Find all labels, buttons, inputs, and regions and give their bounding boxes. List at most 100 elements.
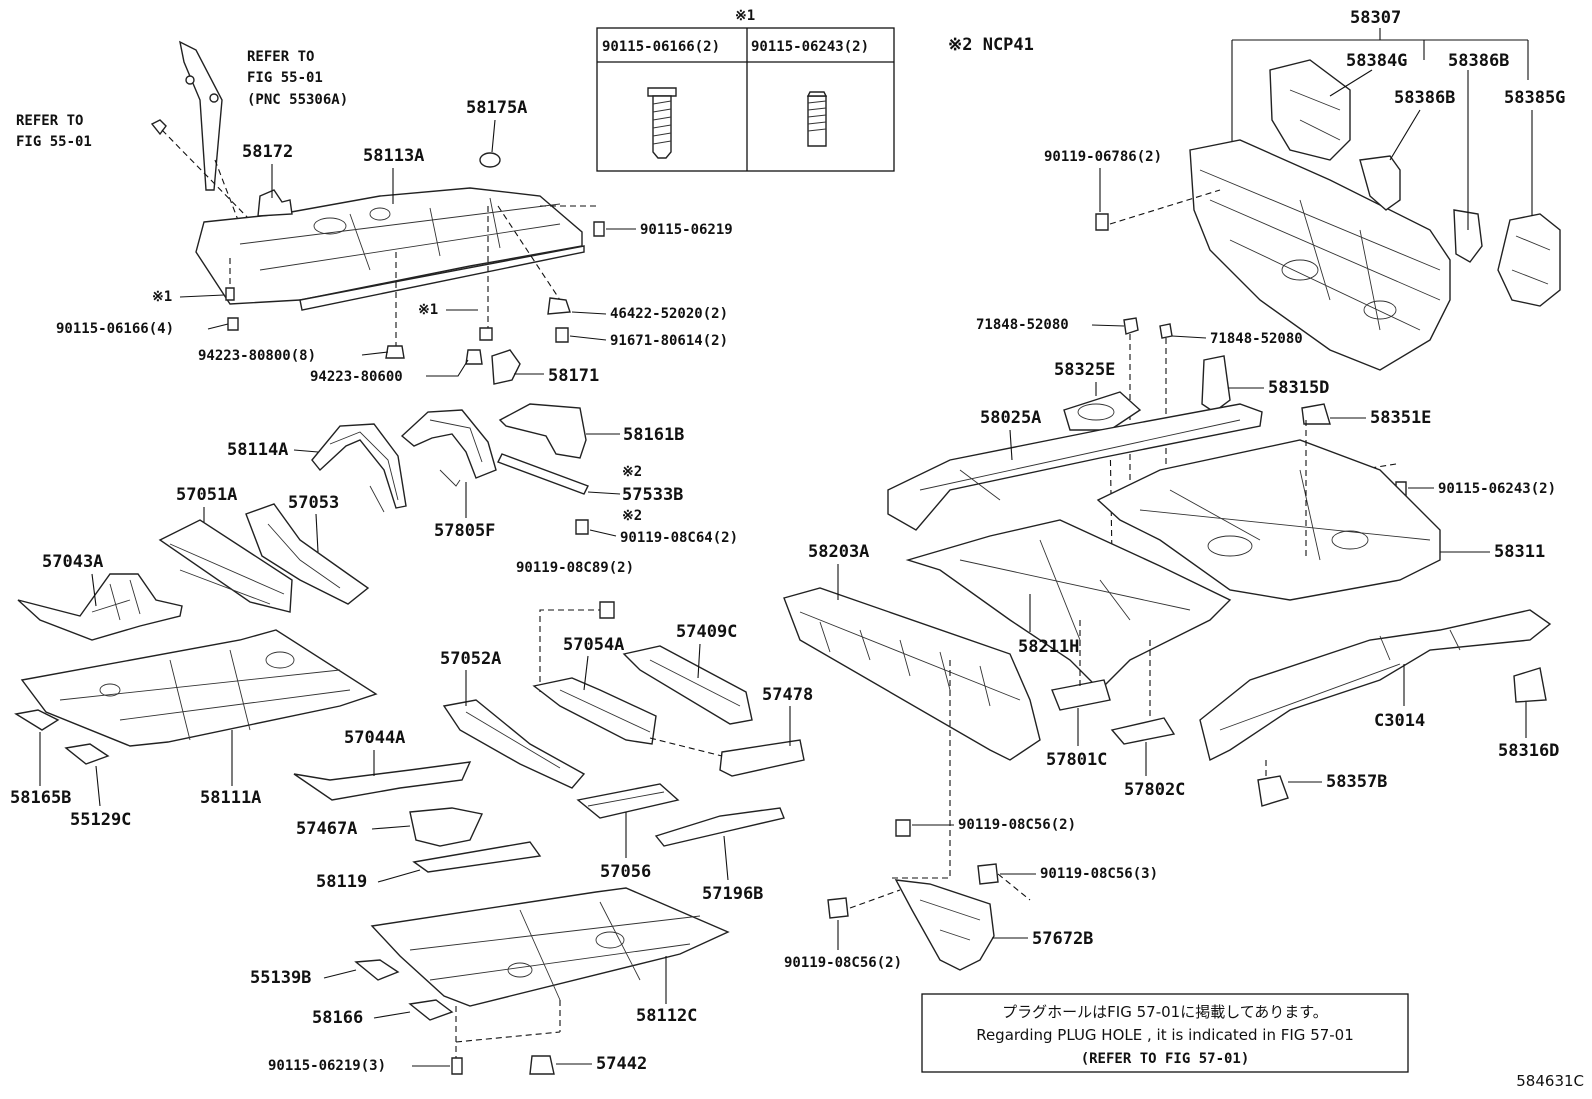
part-58386B-top: 58386B (1448, 51, 1509, 71)
part-57442: 57442 (596, 1054, 647, 1074)
part-58112C: 58112C (636, 1006, 697, 1026)
labels-rear-panel: 58307 58384G 58386B 58386B 58385G 90119-… (1044, 8, 1565, 230)
plug-hole-note-line2: Regarding PLUG HOLE , it is indicated in… (976, 1026, 1354, 1044)
part-57056: 57056 (600, 862, 651, 882)
marker-1-mid: ※1 (418, 302, 438, 318)
part-91671-80614: 91671-80614(2) (610, 333, 728, 349)
part-94223-80600: 94223-80600 (310, 369, 403, 385)
part-58175A: 58175A (466, 98, 527, 118)
center-crossmembers (293, 609, 805, 873)
refer-note-pipe-line3: (PNC 55306A) (247, 92, 348, 108)
tunnel-brackets (311, 403, 615, 619)
part-57054A: 57054A (563, 635, 624, 655)
part-58165B: 58165B (10, 788, 71, 808)
refer-note-bolt-line1: REFER TO (16, 113, 83, 129)
part-57801C: 57801C (1046, 750, 1107, 770)
part-58025A: 58025A (980, 408, 1041, 428)
part-57478: 57478 (762, 685, 813, 705)
plug-hole-note-line1: プラグホールはFIG 57-01に掲載してあります。 (1002, 1003, 1328, 1021)
part-57044A: 57044A (344, 728, 405, 748)
refer-note-pipe-line2: FIG 55-01 (247, 70, 323, 86)
part-90115-06243: 90115-06243(2) (1438, 481, 1556, 497)
part-57196B: 57196B (702, 884, 763, 904)
front-floor-pan-58112C (354, 887, 730, 1075)
part-58385G: 58385G (1504, 88, 1565, 108)
part-90119-08C56-2b: 90119-08C56(2) (784, 955, 902, 971)
part-58113A: 58113A (363, 146, 424, 166)
part-58166: 58166 (312, 1008, 363, 1028)
labels-middle-left: 58114A 58161B ※2 57533B ※2 90119-08C64(2… (176, 425, 738, 576)
part-57467A: 57467A (296, 819, 357, 839)
fastener-table: ※1 90115-06166(2) 90115-06243(2) (596, 8, 895, 172)
bracket-57672B (827, 660, 1031, 971)
labels-left-floor: 57043A 58165B 55129C 58111A (10, 552, 261, 830)
fastener-col1-label: 90115-06166(2) (602, 39, 720, 55)
part-58307: 58307 (1350, 8, 1401, 28)
part-94223-80800: 94223-80800(8) (198, 348, 316, 364)
part-57672B: 57672B (1032, 929, 1093, 949)
part-58311: 58311 (1494, 542, 1545, 562)
fastener-table-marker: ※1 (735, 8, 755, 24)
part-90119-08C64: 90119-08C64(2) (620, 530, 738, 546)
part-90119-08C56-2a: 90119-08C56(2) (958, 817, 1076, 833)
labels-rear-floor: 71848-52080 71848-52080 58325E 58315D 58… (808, 317, 1559, 800)
figure-id: 584631C (1516, 1072, 1584, 1090)
part-58114A: 58114A (227, 440, 288, 460)
part-57805F: 57805F (434, 521, 495, 541)
part-58357B: 58357B (1326, 772, 1387, 792)
part-58119: 58119 (316, 872, 367, 892)
part-58315D: 58315D (1268, 378, 1329, 398)
part-58386B: 58386B (1394, 88, 1455, 108)
part-57053: 57053 (288, 493, 339, 513)
part-58384G: 58384G (1346, 51, 1407, 71)
labels-top-left: 58172 58113A 58175A 90115-06219 ※1 90115… (56, 98, 733, 386)
part-55139B: 55139B (250, 968, 311, 988)
rear-panel-58307 (1095, 39, 1561, 371)
labels-bracket: 90119-08C56(2) 90119-08C56(3) 57672B 901… (784, 817, 1158, 971)
part-57043A: 57043A (42, 552, 103, 572)
variant-note: ※2 NCP41 (948, 35, 1034, 55)
part-57802C: 57802C (1124, 780, 1185, 800)
front-floor-pan-58113A (150, 40, 605, 385)
refer-note-bolt: REFER TO FIG 55-01 (16, 113, 92, 150)
marker-2-a: ※2 (622, 464, 642, 480)
labels-bottom: 55139B 58166 58112C 90115-06219(3) 57442 (250, 956, 697, 1074)
marker-2-b: ※2 (622, 508, 642, 524)
part-58351E: 58351E (1370, 408, 1431, 428)
left-floor-parts (14, 503, 378, 765)
part-55129C: 55129C (70, 810, 131, 830)
part-71848-52080-left: 71848-52080 (976, 317, 1069, 333)
part-57409C: 57409C (676, 622, 737, 642)
part-57533B: 57533B (622, 485, 683, 505)
part-57052A: 57052A (440, 649, 501, 669)
plug-hole-note: プラグホールはFIG 57-01に掲載してあります。 Regarding PLU… (921, 993, 1409, 1073)
part-90115-06219-3: 90115-06219(3) (268, 1058, 386, 1074)
part-58161B: 58161B (623, 425, 684, 445)
labels-center: 57054A 57409C 57052A 57478 57044A 57467A… (296, 622, 813, 904)
rear-floor-parts (783, 317, 1552, 807)
part-58111A: 58111A (200, 788, 261, 808)
refer-note-pipe: REFER TO FIG 55-01 (PNC 55306A) (247, 49, 348, 108)
refer-note-pipe-line1: REFER TO (247, 49, 314, 65)
refer-note-bolt-line2: FIG 55-01 (16, 134, 92, 150)
part-58325E: 58325E (1054, 360, 1115, 380)
part-90119-08C56-3: 90119-08C56(3) (1040, 866, 1158, 882)
part-71848-52080-right: 71848-52080 (1210, 331, 1303, 347)
part-58316D: 58316D (1498, 741, 1559, 761)
part-90115-06166-4: 90115-06166(4) (56, 321, 174, 337)
part-90115-06219: 90115-06219 (640, 222, 733, 238)
part-58203A: 58203A (808, 542, 869, 562)
part-57051A: 57051A (176, 485, 237, 505)
part-90119-06786: 90119-06786(2) (1044, 149, 1162, 165)
marker-1-left: ※1 (152, 289, 172, 305)
part-58171: 58171 (548, 366, 599, 386)
stud-bolt-icon (806, 91, 828, 147)
part-58211H: 58211H (1018, 637, 1079, 657)
plug-hole-note-line3: (REFER TO FIG 57-01) (1081, 1051, 1250, 1067)
part-C3014: C3014 (1374, 711, 1425, 731)
flange-bolt-icon (647, 87, 677, 159)
part-58172: 58172 (242, 142, 293, 162)
fastener-col2-label: 90115-06243(2) (751, 39, 869, 55)
part-46422-52020: 46422-52020(2) (610, 306, 728, 322)
